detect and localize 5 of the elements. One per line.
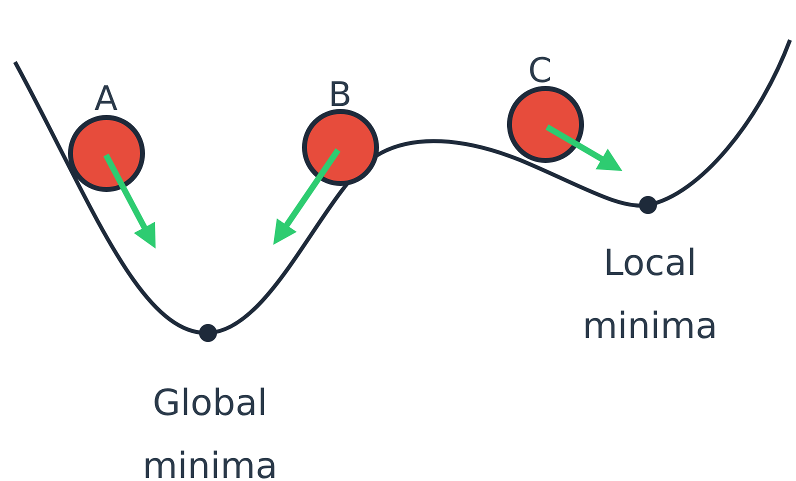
- minimum-label: Global minima: [141, 382, 279, 481]
- minimum-label: Local minima: [581, 242, 719, 349]
- ball-letter: B: [327, 74, 353, 117]
- ball-letter: A: [93, 78, 119, 121]
- ball-letter: C: [527, 50, 553, 93]
